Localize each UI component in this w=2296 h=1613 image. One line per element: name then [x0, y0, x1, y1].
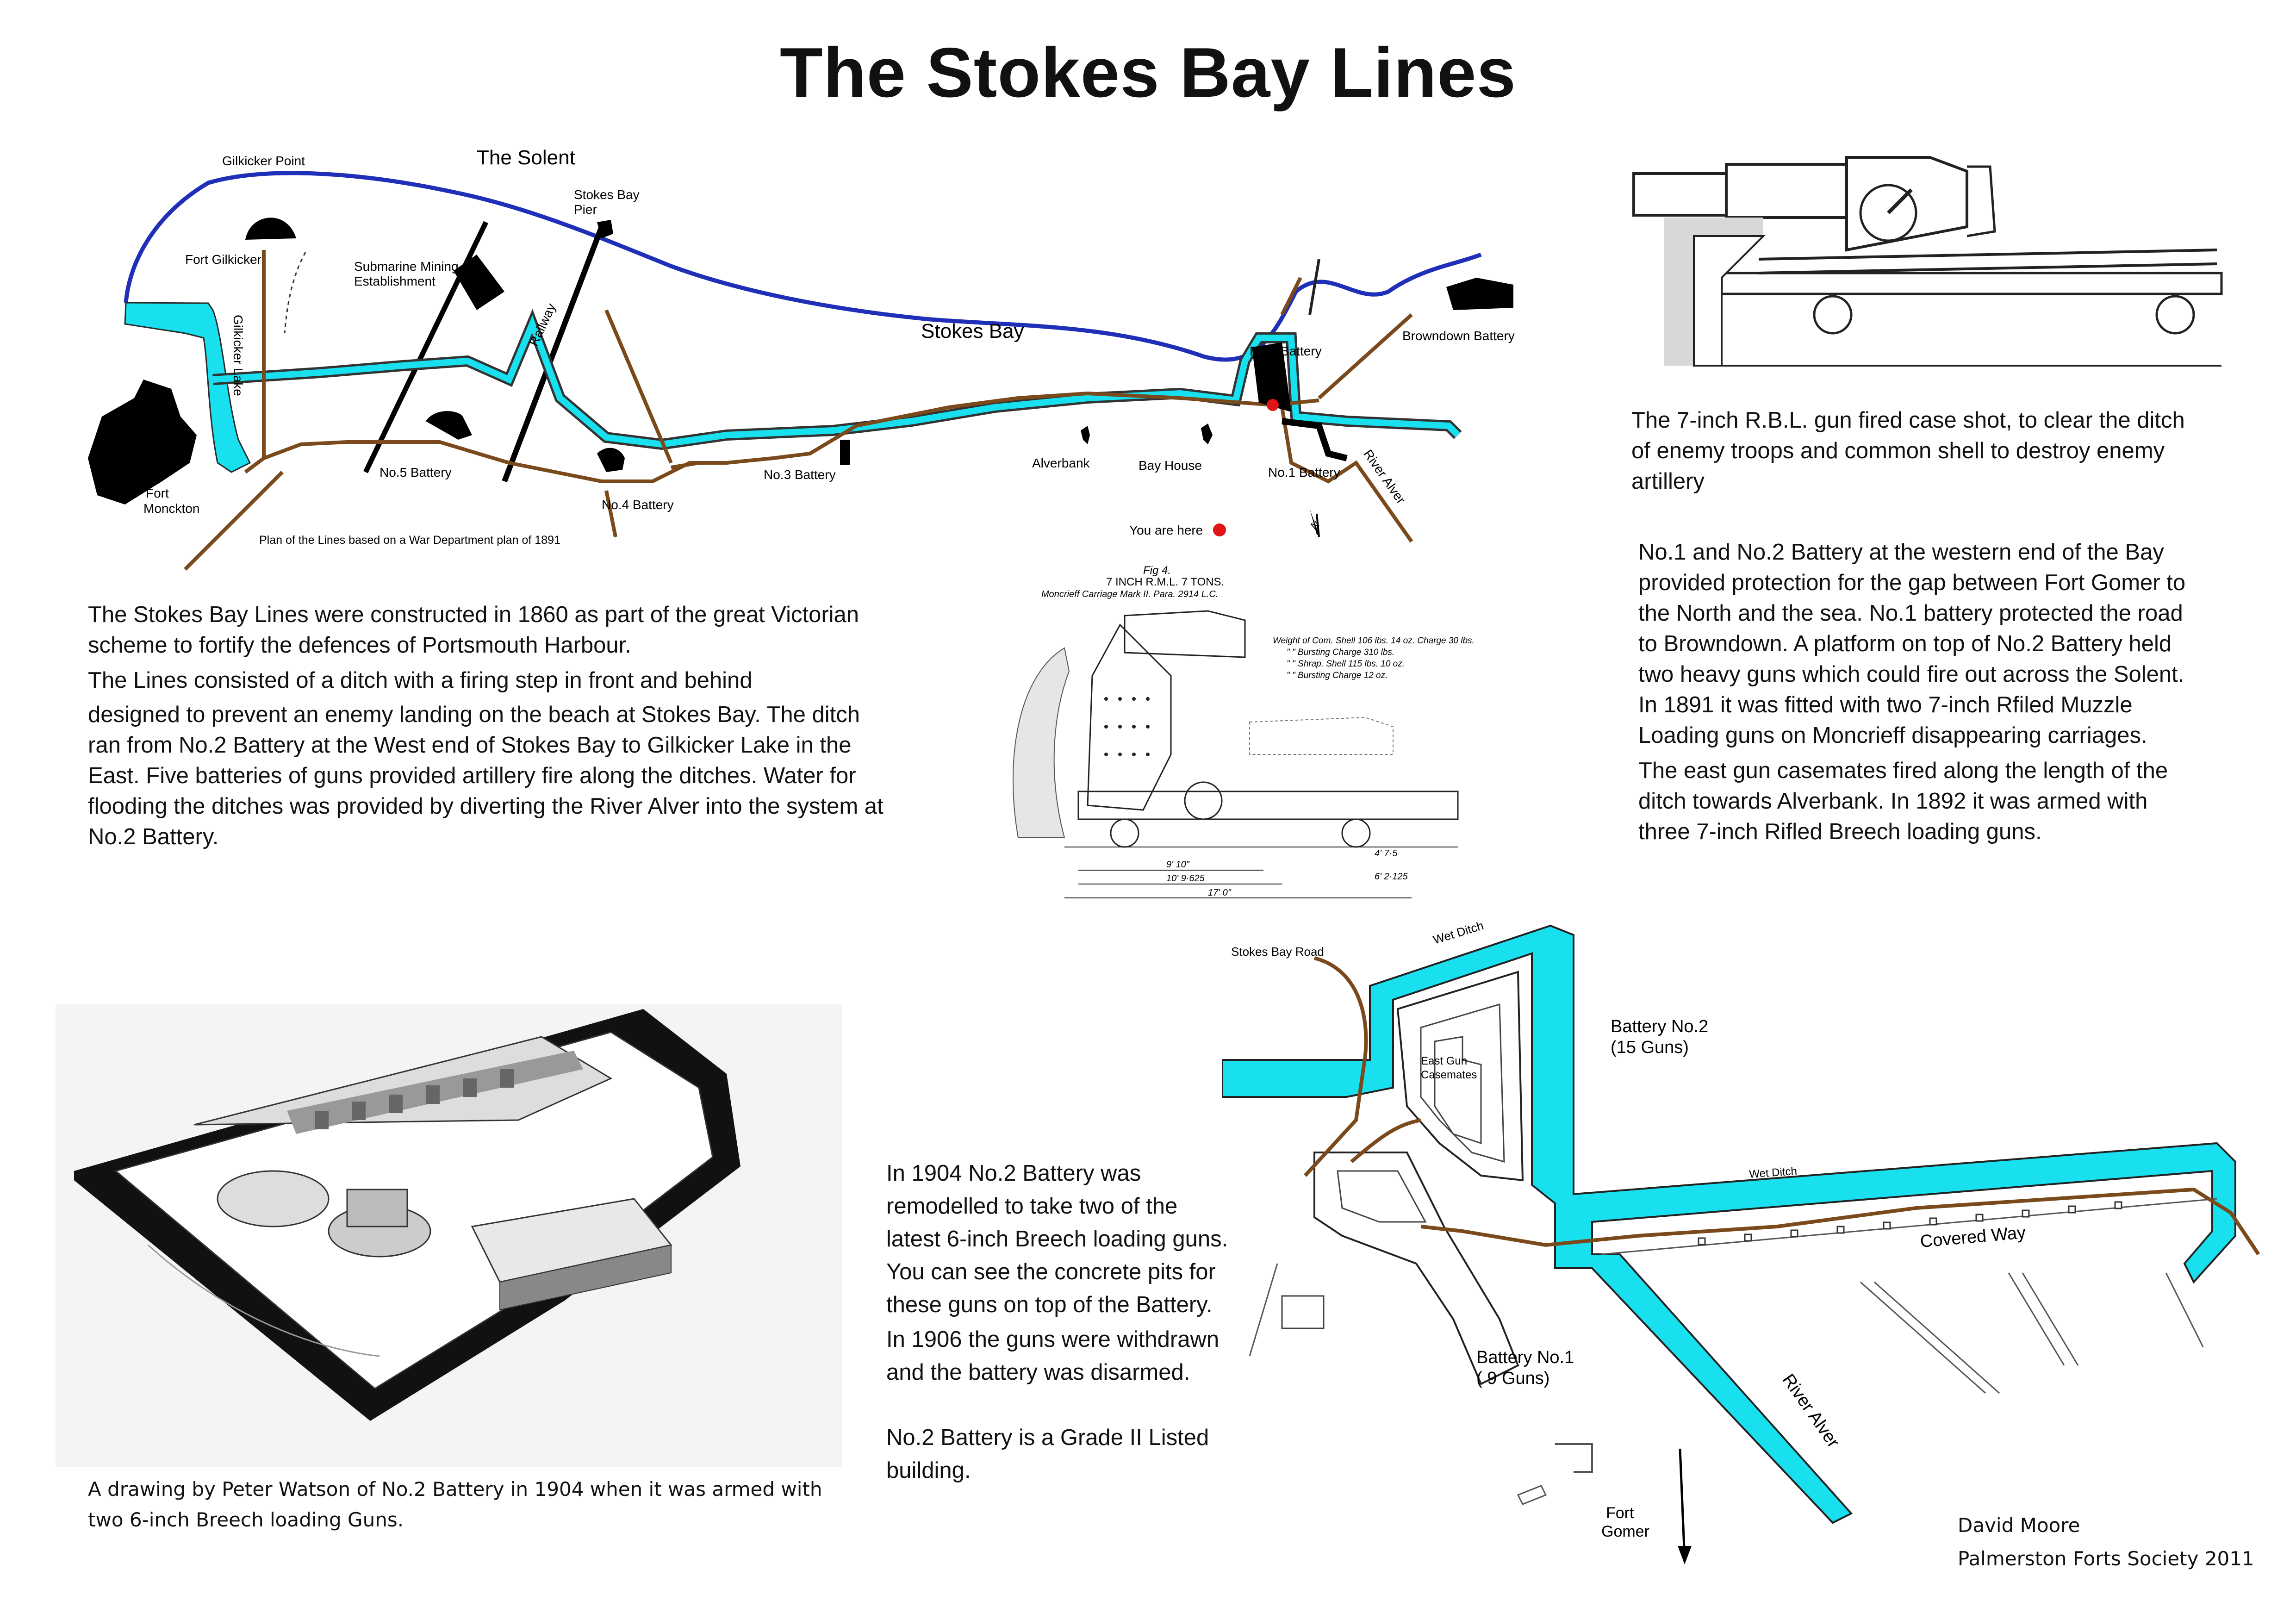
label-the-solent: The Solent: [477, 146, 575, 169]
label-you-are-here: You are here: [1129, 523, 1203, 537]
no1-battery-shape: [1282, 418, 1348, 461]
label-no3-battery: No.3 Battery: [764, 467, 836, 482]
label-plan-note: Plan of the Lines based on a War Departm…: [259, 534, 560, 547]
label-establishment: Establishment: [354, 274, 436, 288]
credit-author: David Moore: [1958, 1514, 2080, 1537]
label-submarine: Submarine Mining: [354, 259, 459, 274]
svg-text:9' 10": 9' 10": [1166, 859, 1190, 870]
svg-text:River Alver: River Alver: [1779, 1370, 1843, 1451]
svg-text:(15 Guns): (15 Guns): [1611, 1038, 1689, 1057]
svg-text:Gomer: Gomer: [1601, 1523, 1649, 1540]
peter-watson-battery-drawing: [56, 1004, 842, 1467]
history-p2: In 1906 the guns were withdrawn and the …: [886, 1327, 1220, 1385]
battery-text: No.1 and No.2 Battery at the western end…: [1638, 537, 2286, 852]
svg-text:Weight of Com. Shell 106 lbs.: Weight of Com. Shell 106 lbs. 14 oz. Cha…: [1273, 636, 1475, 646]
label-alverbank: Alverbank: [1032, 456, 1090, 470]
fort-gilkicker-shape: [245, 218, 296, 240]
svg-text:Fort: Fort: [1606, 1504, 1634, 1522]
label-no5-battery: No.5 Battery: [380, 465, 452, 480]
label-gilkicker-point: Gilkicker Point: [222, 154, 305, 168]
intro-p2: The Lines consisted of a ditch with a fi…: [88, 668, 884, 849]
label-no2-battery: No.2 Battery: [1250, 344, 1322, 358]
history-text: In 1904 No.2 Battery was remodelled to t…: [886, 1157, 1266, 1492]
svg-text:( 9 Guns): ( 9 Guns): [1476, 1369, 1549, 1388]
stokes-bay-lines-map: The Solent Gilkicker Point Fort Gilkicke…: [88, 146, 1515, 571]
credit-society: Palmerston Forts Society 2011: [1958, 1547, 2254, 1570]
battery-text-p2: The east gun casemates fired along the l…: [1638, 758, 2168, 844]
north-arrow-icon: [1310, 509, 1319, 535]
svg-text:Battery No.2: Battery No.2: [1611, 1017, 1708, 1036]
intro-p1: The Stokes Bay Lines were constructed in…: [88, 602, 859, 658]
page-title: The Stokes Bay Lines: [779, 33, 1517, 112]
roads: [184, 250, 1413, 571]
svg-text:Casemates: Casemates: [1421, 1069, 1477, 1081]
railway-line: [363, 221, 488, 473]
label-north: N: [1308, 518, 1321, 531]
you-are-here-dot-legend: [1213, 523, 1226, 536]
you-are-here-dot-map: [1267, 399, 1279, 411]
svg-text:10' 9·625: 10' 9·625: [1166, 873, 1205, 884]
svg-text:6' 2·125: 6' 2·125: [1375, 872, 1408, 882]
svg-text:Battery No.1: Battery No.1: [1476, 1348, 1574, 1367]
svg-text:" " Bursting Charge 12 o: " " Bursting Charge 12 oz.: [1287, 671, 1388, 680]
label-no4-battery: No.4 Battery: [602, 498, 674, 512]
wet-ditch-channel: [1222, 924, 2236, 1524]
rbl-gun-drawing: [1632, 156, 2223, 367]
fort-monckton-shape: [88, 380, 197, 504]
svg-text:East Gun: East Gun: [1421, 1055, 1467, 1067]
label-pier-2: Pier: [574, 202, 597, 217]
bay-house-marker: [1201, 423, 1213, 444]
label-pier-1: Stokes Bay: [574, 187, 640, 202]
label-gilkicker-lake: Gilkicker Lake: [231, 315, 245, 396]
label-monckton: Monckton: [143, 501, 199, 516]
browndown-battery-shape: [1446, 278, 1513, 310]
battery-text-p1: No.1 and No.2 Battery at the western end…: [1638, 540, 2186, 748]
label-fort-gilkicker: Fort Gilkicker: [185, 252, 261, 267]
label-stokes-bay: Stokes Bay: [921, 320, 1024, 343]
history-p3: No.2 Battery is a Grade II Listed buildi…: [886, 1425, 1209, 1483]
no2-battery-shape: [1252, 343, 1291, 412]
coastline: [124, 171, 1482, 362]
intro-text: The Stokes Bay Lines were constructed in…: [88, 599, 958, 857]
moncrieff-carriage-drawing: Fig 4. 7 INCH R.M.L. 7 TONS. Moncrieff C…: [1012, 564, 1475, 898]
gilkicker-lake: [124, 302, 251, 473]
credits: David Moore Palmerston Forts Society 201…: [1958, 1509, 2282, 1576]
svg-text:7 INCH R.M.L. 7 TONS.: 7 INCH R.M.L. 7 TONS.: [1106, 576, 1224, 588]
road-lines: [1304, 956, 2260, 1256]
svg-text:Stokes Bay Road: Stokes Bay Road: [1231, 945, 1324, 959]
label-no1-battery: No.1 Battery: [1268, 465, 1340, 480]
svg-text:17' 0": 17' 0": [1208, 888, 1232, 898]
gun-caption: The 7-inch R.B.L. gun fired case shot, t…: [1631, 408, 2185, 494]
svg-text:" " Shrap. Shell 115 lbs: " " Shrap. Shell 115 lbs. 10 oz.: [1287, 659, 1405, 669]
label-browndown-battery: Browndown Battery: [1402, 329, 1515, 343]
no4-battery-shape: [597, 448, 625, 472]
svg-text:4' 7·5: 4' 7·5: [1375, 848, 1398, 859]
battery-plan: Wet Ditch Stokes Bay Road East Gun Casem…: [1222, 918, 2260, 1564]
svg-text:Fig 4.: Fig 4.: [1143, 564, 1171, 577]
history-p1: In 1904 No.2 Battery was remodelled to t…: [886, 1161, 1228, 1317]
label-fort: Fort: [146, 486, 169, 500]
svg-text:Moncrieff Carriage Mark II. Pa: Moncrieff Carriage Mark II. Para. 2914 L…: [1041, 589, 1218, 599]
svg-text:Wet Ditch: Wet Ditch: [1431, 918, 1485, 947]
svg-text:" " Bursting Charge 310: " " Bursting Charge 310 lbs.: [1287, 648, 1394, 657]
drawing-caption: A drawing by Peter Watson of No.2 Batter…: [88, 1478, 822, 1531]
no5-battery-shape: [426, 411, 472, 440]
label-bay-house: Bay House: [1139, 458, 1202, 473]
submarine-mining-building: [454, 255, 504, 310]
no3-battery-shape: [840, 440, 850, 465]
alverbank-marker: [1081, 426, 1090, 444]
svg-text:Covered Way: Covered Way: [1919, 1223, 2027, 1252]
fort-gomer-arrow: [1679, 1448, 1686, 1560]
